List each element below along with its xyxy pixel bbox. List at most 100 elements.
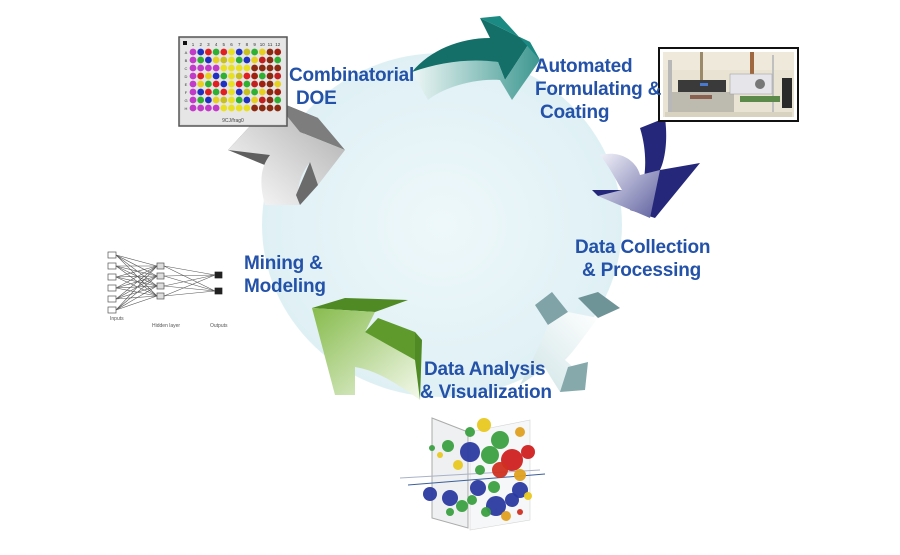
plate-well — [228, 80, 235, 88]
bubble — [488, 481, 500, 493]
plate-well — [212, 64, 220, 72]
bubble — [492, 462, 508, 478]
nn-edge — [115, 295, 158, 300]
plate-well — [258, 48, 266, 56]
nn-edge — [115, 285, 158, 300]
plate-well — [205, 96, 212, 104]
plate-well — [228, 72, 235, 80]
plate-well — [243, 88, 251, 96]
plate-column-label: 4 — [215, 42, 218, 47]
nn-edge — [115, 254, 158, 287]
bubble — [521, 445, 535, 459]
plate-well — [243, 56, 251, 64]
plate-well — [220, 80, 228, 88]
plate-well — [189, 64, 197, 72]
plate-well — [220, 72, 228, 80]
plate-well — [258, 80, 266, 88]
plate-well — [205, 80, 212, 88]
plate-well — [220, 88, 228, 96]
plate-well — [251, 96, 258, 104]
plate-well — [220, 56, 228, 64]
plate-well — [212, 72, 220, 80]
bubble — [514, 469, 526, 481]
nn-edge — [163, 274, 216, 297]
plate-well — [251, 72, 258, 80]
neural-network-image: Inputs Hidden layer Outputs — [107, 251, 228, 329]
plate-column-label: 1 — [192, 42, 195, 47]
plate-well — [243, 64, 251, 72]
nn-edge — [115, 287, 158, 297]
nn-edge — [115, 285, 158, 289]
nn-edge — [163, 274, 216, 287]
plate-well — [266, 80, 274, 88]
plate-well — [243, 48, 251, 56]
plate-well — [189, 72, 197, 80]
arrow-to-automated — [412, 16, 540, 100]
nn-edge — [163, 265, 216, 276]
plate-well — [243, 104, 251, 112]
plate-well — [205, 104, 212, 112]
bubble — [470, 480, 486, 496]
plate-well — [235, 104, 243, 112]
plate-column-label: 2 — [199, 42, 202, 47]
plate-well — [258, 88, 266, 96]
plate-well — [197, 64, 205, 72]
plate-well — [235, 88, 243, 96]
plate-well — [251, 80, 258, 88]
plate-well — [189, 88, 197, 96]
plate-well — [189, 96, 197, 104]
bubble — [481, 507, 491, 517]
bubble-plot-image — [399, 417, 546, 531]
nn-edge — [115, 276, 158, 287]
plate-well — [266, 72, 274, 80]
nn-hidden-node — [156, 272, 165, 280]
nn-edge — [115, 254, 158, 297]
stage-label-analysis: Data Analysis & Visualization — [420, 358, 552, 404]
nn-input-node — [107, 284, 117, 292]
plate-well — [228, 88, 235, 96]
stage-label-combinatorial: Combinatorial DOE — [289, 64, 414, 110]
nn-edge — [115, 265, 158, 287]
nn-edge — [115, 265, 158, 297]
plate-well — [258, 96, 266, 104]
plate-row-label: C — [185, 66, 188, 71]
plate-well — [228, 48, 235, 56]
nn-edge — [115, 265, 158, 311]
label-line: Modeling — [244, 276, 326, 297]
label-line: Data Analysis — [424, 359, 546, 380]
plate-well — [251, 88, 258, 96]
plate-well — [251, 104, 258, 112]
nn-edge — [163, 265, 216, 292]
plate-well — [251, 56, 258, 64]
plate-well — [212, 80, 220, 88]
plate-well — [212, 56, 220, 64]
nn-hidden-node — [156, 262, 165, 270]
plate-well — [258, 72, 266, 80]
bubble — [465, 427, 475, 437]
label-line: Coating — [540, 102, 610, 123]
plate-column-label: 3 — [207, 42, 210, 47]
plate-well — [266, 96, 274, 104]
plate-well — [212, 96, 220, 104]
nn-outputs-label: Outputs — [210, 323, 228, 329]
label-line: Mining & — [244, 253, 323, 274]
plate-column-label: 7 — [238, 42, 241, 47]
plate-well — [220, 96, 228, 104]
bubble — [477, 418, 491, 432]
label-line: Combinatorial — [289, 65, 415, 86]
plate-well — [258, 64, 266, 72]
plate-well — [205, 72, 212, 80]
label-line: Automated — [535, 56, 633, 77]
plate-well — [266, 56, 274, 64]
plate-column-label: 11 — [268, 42, 273, 47]
plate-well — [197, 56, 205, 64]
plate-well — [220, 48, 228, 56]
nn-edge — [115, 265, 158, 278]
lab-robot-photo — [658, 47, 799, 122]
nn-input-node — [107, 306, 117, 314]
plate-row-label: F — [185, 90, 188, 95]
plate-well — [274, 104, 282, 112]
nn-edge — [115, 265, 158, 289]
label-line: & Visualization — [420, 382, 552, 403]
